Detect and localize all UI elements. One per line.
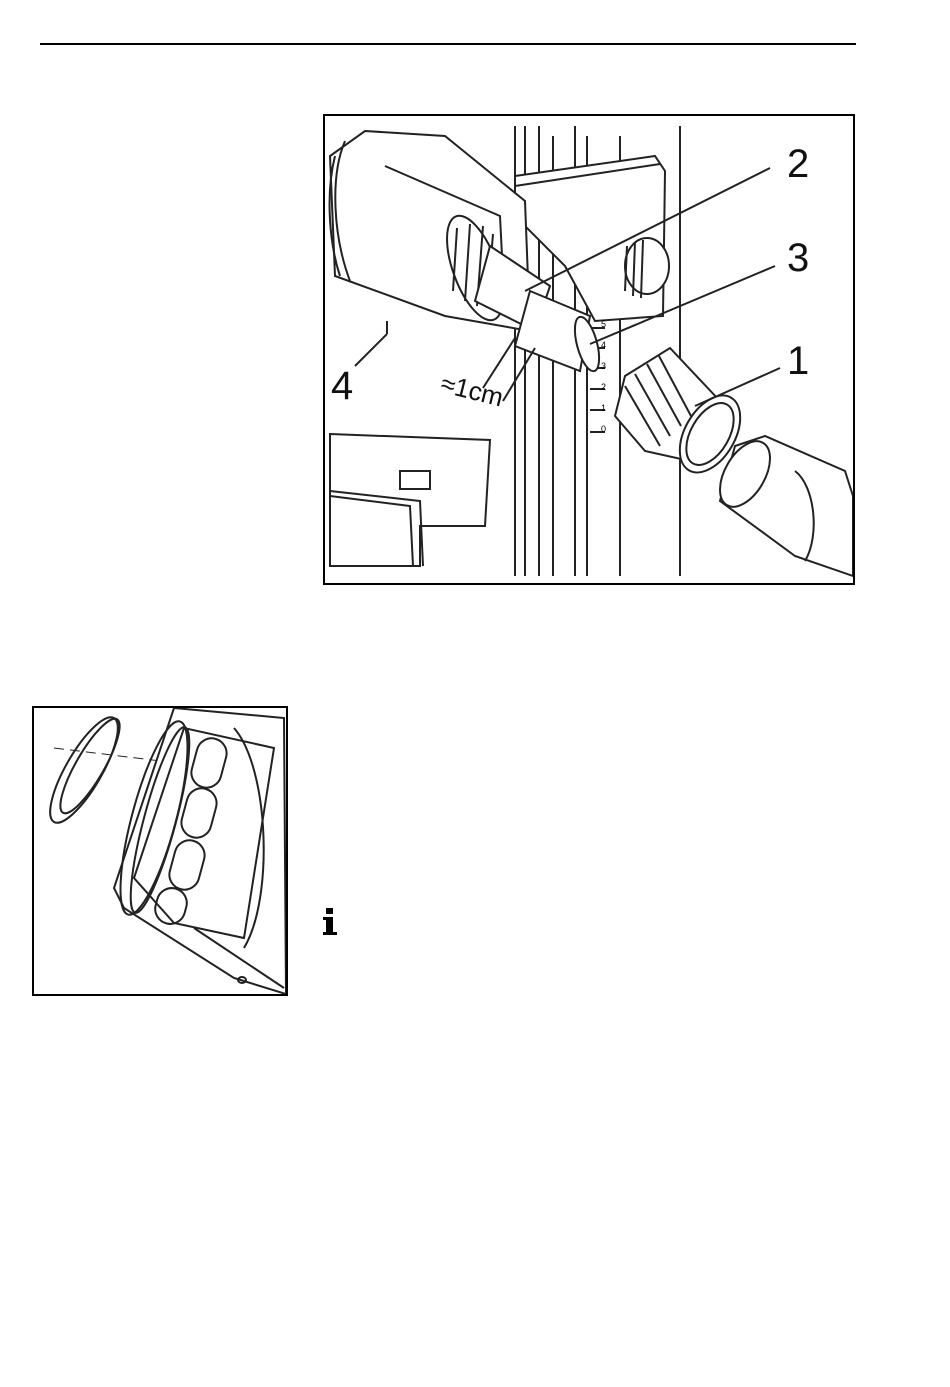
info-icon <box>320 908 340 936</box>
lens-insert-figure <box>32 706 288 996</box>
lens-illustration <box>34 708 286 994</box>
callout-2: 2 <box>787 144 809 184</box>
scale-mark-3: 3 <box>601 361 606 371</box>
eyepiece-illustration <box>325 116 853 583</box>
scale-mark-0: 0 <box>601 424 606 434</box>
callout-3: 3 <box>787 238 809 278</box>
scale-mark-5: 5 <box>601 319 606 329</box>
scale-mark-4: 4 <box>601 340 606 350</box>
scale-mark-2: 2 <box>601 382 606 392</box>
callout-4: 4 <box>331 366 353 406</box>
callout-1: 1 <box>787 341 809 381</box>
eyepiece-assembly-figure: 2 3 1 4 ≈1cm 5 4 3 2 1 0 <box>323 114 855 585</box>
scale-mark-1: 1 <box>601 403 606 413</box>
header-rule <box>40 43 856 45</box>
